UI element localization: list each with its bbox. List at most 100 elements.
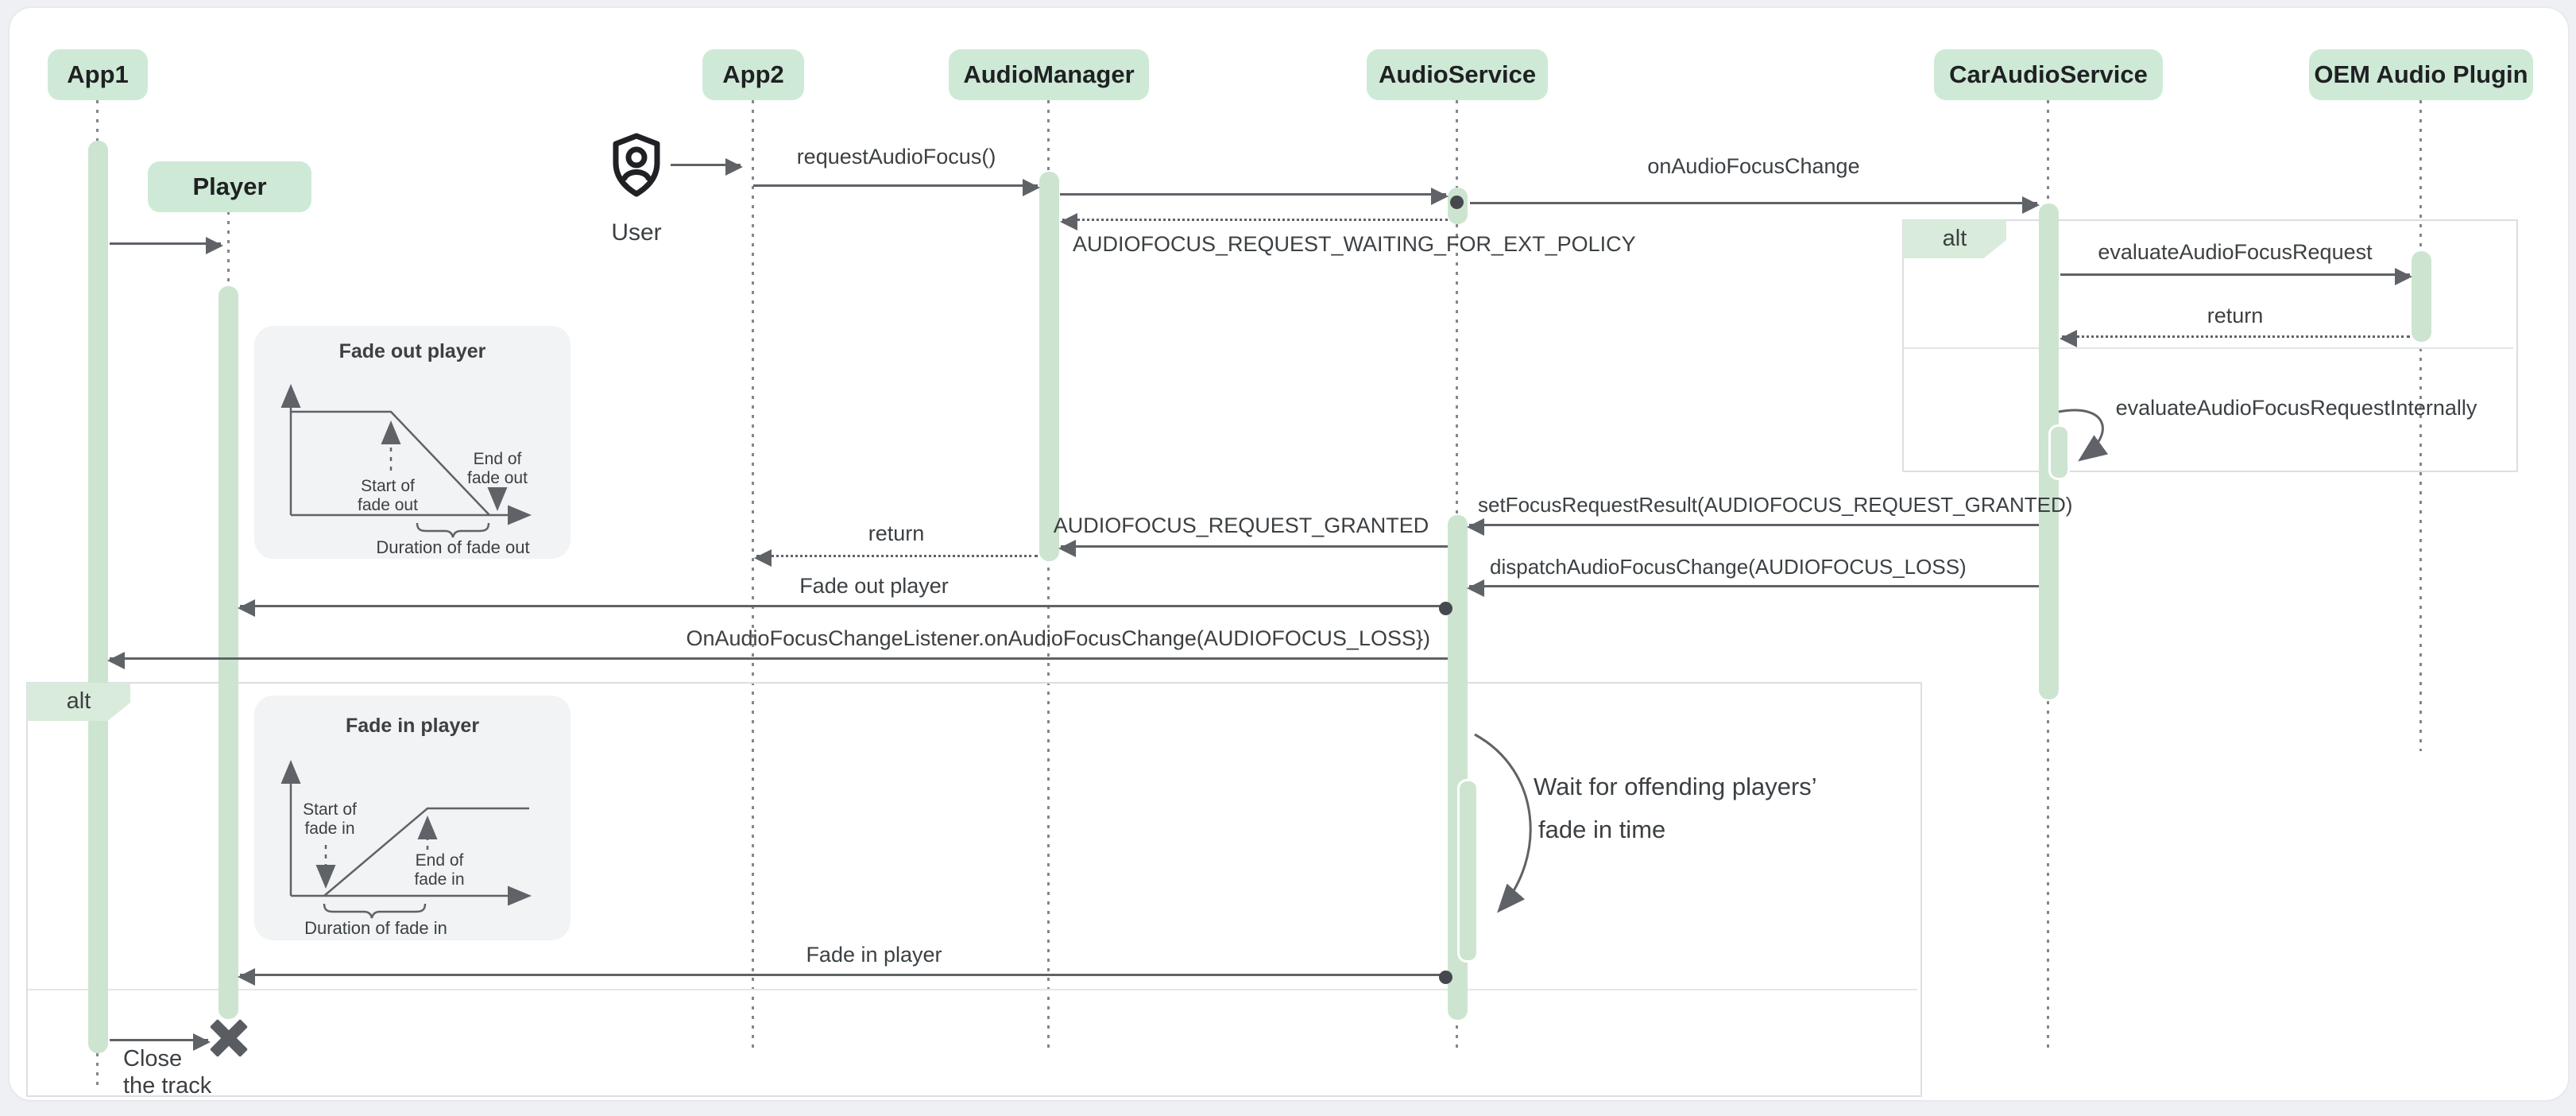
arrow-waiting-ext-policy <box>1060 213 1448 231</box>
arrowhead-icon <box>238 968 255 986</box>
shield-user-icon <box>613 133 660 197</box>
lifeline-app2 <box>752 100 754 1051</box>
lifeline-header-app2: App2 <box>702 49 804 100</box>
arrow-request-audio-focus <box>753 179 1040 196</box>
fade-out-title: Fade out player <box>339 340 486 362</box>
lifeline-header-oem: OEM Audio Plugin <box>2309 49 2533 100</box>
arrow-close-track <box>110 1033 211 1051</box>
lifeline-app1-tail <box>96 1053 99 1091</box>
fade-in-chart: Fade in player Start of fade in End of f… <box>254 696 571 940</box>
svg-text:End of: End of <box>474 450 522 468</box>
label-request-audio-focus: requestAudioFocus() <box>796 145 996 169</box>
duration-brace <box>323 903 427 919</box>
duration-brace <box>416 522 490 538</box>
alt-label-text: alt <box>1942 225 1967 251</box>
arrow-set-focus-result <box>1467 518 2039 536</box>
arrowhead-icon <box>2395 268 2412 285</box>
label-close-line2: the track <box>123 1073 212 1099</box>
arrowhead-icon <box>2060 330 2077 347</box>
activation-player <box>219 286 238 1019</box>
lifeline-header-player: Player <box>148 161 311 212</box>
actor-label: User <box>611 219 662 246</box>
alt-frame-right <box>1902 219 2518 472</box>
alt-frame-left-divider <box>28 989 1917 990</box>
arrowhead-icon <box>1060 213 1077 231</box>
alt-frame-right-divider <box>1904 347 2513 349</box>
label-fade-out-player: Fade out player <box>799 574 949 598</box>
arrow-evaluate-request <box>2060 268 2412 285</box>
arrow-request-granted <box>1058 540 1448 557</box>
arrowhead-icon <box>725 158 743 176</box>
alt-frame-left <box>26 682 1922 1097</box>
arrowhead-icon <box>2022 196 2040 214</box>
activation-audiomanager <box>1039 172 1059 561</box>
arrowhead-icon <box>107 652 125 669</box>
svg-text:fade in: fade in <box>304 820 354 838</box>
sync-dot <box>1439 971 1452 984</box>
label-return-manager: return <box>868 521 925 545</box>
svg-text:fade out: fade out <box>467 469 528 487</box>
arrowhead-icon <box>206 237 223 254</box>
arrowhead-icon <box>754 549 772 567</box>
label-close-line1: Close <box>123 1046 183 1071</box>
lifeline-header-audiomanager: AudioManager <box>949 49 1149 100</box>
activation-caraudioservice-internal <box>2048 424 2070 480</box>
alt-label-left: alt <box>27 683 130 721</box>
svg-text:fade out: fade out <box>358 496 418 514</box>
label-waiting-ext-policy: AUDIOFOCUS_REQUEST_WAITING_FOR_EXT_POLIC… <box>1073 232 1636 256</box>
sync-dot <box>1450 196 1464 209</box>
fade-out-curve <box>291 410 490 516</box>
lifeline-oem <box>2419 100 2422 751</box>
arrow-fade-out-player <box>238 599 1452 617</box>
wait-note-line2: fade in time <box>1538 816 1666 843</box>
arrowhead-icon <box>1467 579 1484 597</box>
label-fade-in-player: Fade in player <box>806 943 942 967</box>
arrow-return-oem <box>2060 330 2410 347</box>
label-return-oem: return <box>2207 304 2264 327</box>
label-evaluate-request: evaluateAudioFocusRequest <box>2098 240 2373 264</box>
fade-in-curve <box>323 807 529 897</box>
arrow-user-to-app2 <box>671 158 743 176</box>
lifeline-header-caraudioservice: CarAudioService <box>1934 49 2163 100</box>
label-evaluate-internally: evaluateAudioFocusRequestInternally <box>2115 396 2477 420</box>
activation-audioservice-wait <box>1457 779 1479 963</box>
arrowhead-icon <box>1431 188 1449 205</box>
svg-text:fade in: fade in <box>414 870 464 889</box>
alt-label-text: alt <box>66 688 91 714</box>
label-set-focus-result: setFocusRequestResult(AUDIOFOCUS_REQUEST… <box>1478 493 2073 517</box>
arrow-return-manager <box>754 549 1038 567</box>
arrow-on-focus-change-listener <box>107 652 1448 669</box>
activation-oem <box>2412 251 2431 342</box>
arrowhead-icon <box>1023 179 1040 196</box>
lifeline-header-audioservice: AudioService <box>1367 49 1548 100</box>
arrow-on-audio-focus-change <box>1470 196 2040 214</box>
svg-text:Start of: Start of <box>361 477 415 495</box>
alt-label-right: alt <box>1903 220 2006 258</box>
svg-text:End of: End of <box>416 851 464 870</box>
fade-in-title: Fade in player <box>346 715 479 737</box>
lifeline-header-app1: App1 <box>48 49 148 100</box>
arrowhead-icon <box>238 599 255 617</box>
arrow-app1-to-player <box>110 237 223 254</box>
arrow-fade-in-player <box>238 968 1452 986</box>
arrow-manager-to-service <box>1060 188 1449 205</box>
label-on-focus-change-listener: OnAudioFocusChangeListener.onAudioFocusC… <box>686 626 1431 650</box>
activation-app1 <box>88 141 108 1053</box>
sync-dot <box>1439 602 1452 615</box>
destroy-x-icon <box>209 1018 249 1058</box>
fade-out-chart: Fade out player Start of fade out End of… <box>254 326 571 559</box>
wait-note-arrow <box>1474 733 1532 913</box>
lifeline-app1 <box>96 100 99 141</box>
label-dispatch-loss: dispatchAudioFocusChange(AUDIOFOCUS_LOSS… <box>1490 555 1967 579</box>
label-on-audio-focus-change: onAudioFocusChange <box>1647 154 1860 178</box>
arrow-dispatch-loss <box>1467 579 2039 597</box>
self-call-arrow <box>2058 409 2109 462</box>
label-request-granted: AUDIOFOCUS_REQUEST_GRANTED <box>1053 513 1429 537</box>
svg-text:Start of: Start of <box>303 800 357 819</box>
svg-text:Duration of fade in: Duration of fade in <box>304 918 447 938</box>
arrowhead-icon <box>1467 518 1484 536</box>
arrowhead-icon <box>193 1033 211 1051</box>
lifeline-audiomanager <box>1047 100 1050 1051</box>
wait-note-line1: Wait for offending players’ <box>1534 773 1817 800</box>
